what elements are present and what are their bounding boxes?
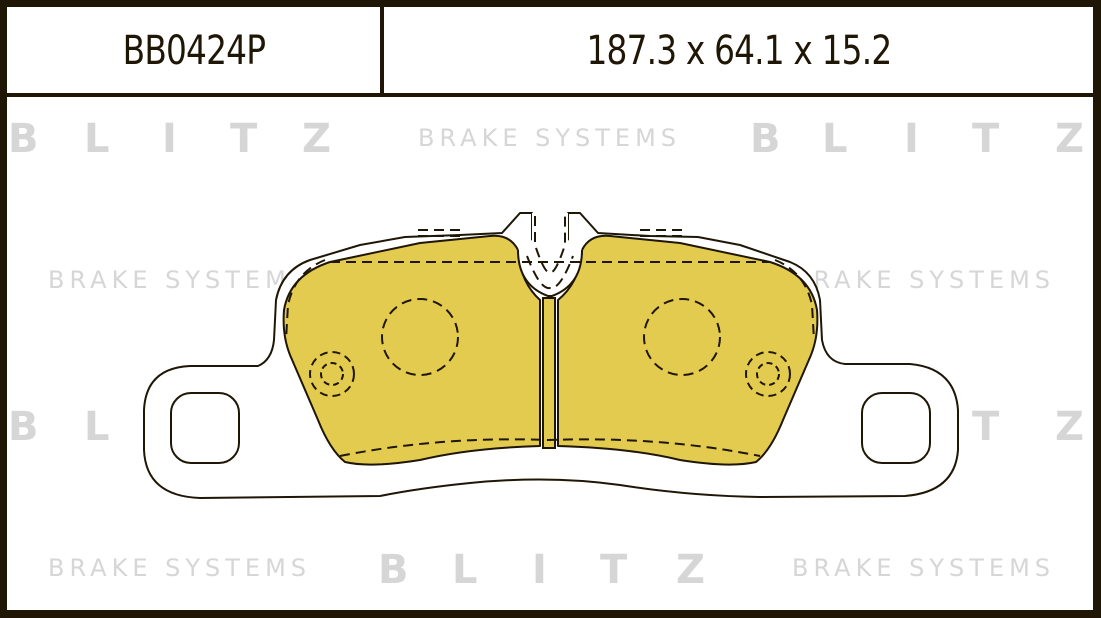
watermark-blitz-letter: L <box>822 116 848 162</box>
part-number-cell: BB0424P <box>7 7 384 95</box>
watermark-blitz-letter: I <box>904 116 919 162</box>
center-slot <box>542 297 556 449</box>
watermark-blitz-letter: T <box>230 116 258 162</box>
watermark-blitz-letter: T <box>972 404 1000 450</box>
watermark-blitz-letter: Z <box>1055 404 1085 450</box>
dimensions: 187.3 x 64.1 x 15.2 <box>586 28 892 74</box>
friction-pad-left <box>282 234 541 466</box>
watermark-tagline: BRAKE SYSTEMS <box>418 124 682 152</box>
watermark-blitz-letter: B <box>378 547 409 593</box>
watermark-tagline: BRAKE SYSTEMS <box>48 554 312 582</box>
watermark-blitz-letter: B <box>750 116 781 162</box>
watermark-blitz-letter: T <box>972 116 1000 162</box>
watermark-blitz-letter: L <box>84 404 110 450</box>
watermark-blitz-letter: B <box>8 116 39 162</box>
watermark-blitz-letter: Z <box>676 547 706 593</box>
watermark-tagline: BRAKE SYSTEMS <box>792 554 1056 582</box>
watermark-blitz-letter: L <box>84 116 110 162</box>
watermark-blitz-letter: T <box>600 547 628 593</box>
mounting-hole-right <box>861 392 931 464</box>
watermark-blitz-letter: I <box>532 547 547 593</box>
dimensions-cell: 187.3 x 64.1 x 15.2 <box>384 7 1093 95</box>
watermark-blitz-letter: L <box>452 547 478 593</box>
top-notch-outline <box>517 249 583 297</box>
wear-indicator-lines <box>285 216 815 457</box>
part-number: BB0424P <box>122 28 265 74</box>
friction-pad-right <box>557 234 819 466</box>
watermark-tagline: BRAKE SYSTEMS <box>792 266 1056 294</box>
spec-header: BB0424P 187.3 x 64.1 x 15.2 <box>7 7 1093 97</box>
watermark-blitz-letter: I <box>162 116 177 162</box>
mounting-hole-left <box>170 392 240 464</box>
watermark-blitz-letter: Z <box>1055 116 1085 162</box>
watermark-tagline: BRAKE SYSTEMS <box>48 266 312 294</box>
watermark-blitz-letter: B <box>8 404 39 450</box>
watermark-blitz-letter: Z <box>302 116 332 162</box>
